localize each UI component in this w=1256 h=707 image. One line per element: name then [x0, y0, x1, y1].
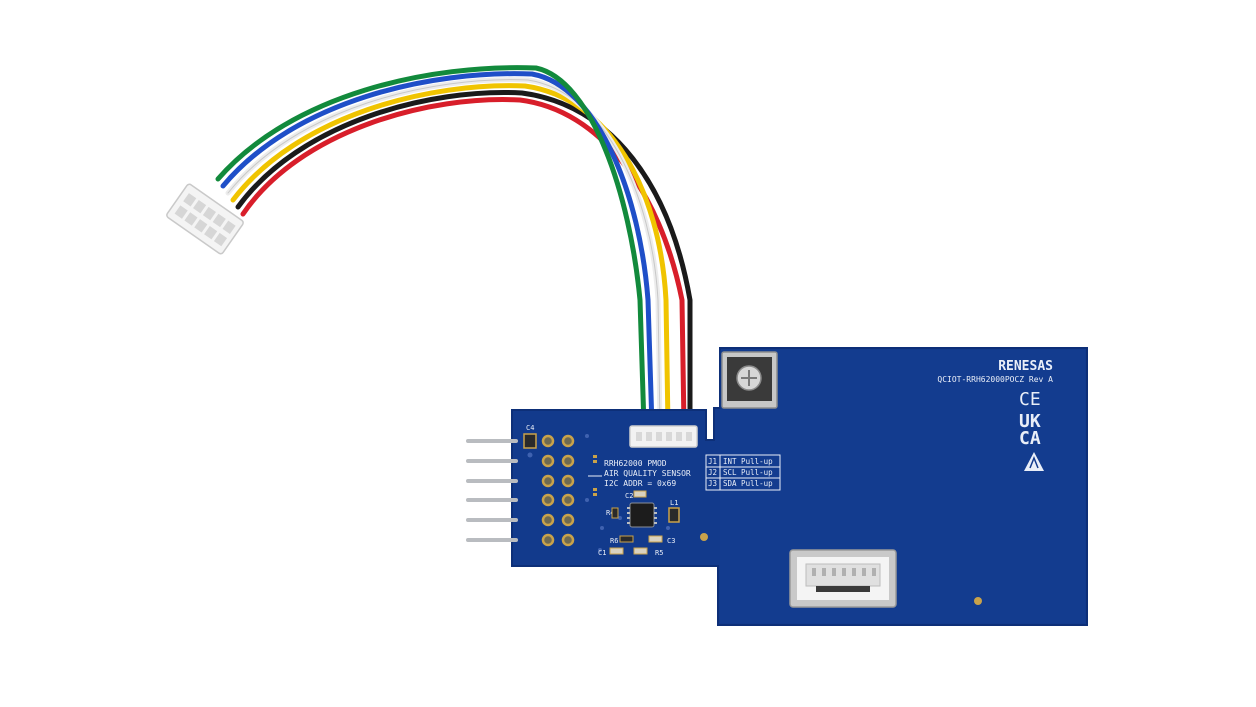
jumper-j1-id: J1 — [708, 457, 717, 466]
sensor-ic — [627, 502, 657, 528]
board-cable-connector — [629, 425, 698, 448]
board-title-line1: RRH62000 PMOD — [604, 459, 667, 468]
cable-end-connector — [166, 183, 244, 255]
mounting-screw — [721, 351, 778, 409]
wire-green — [215, 65, 647, 429]
brand-logo: RENESAS — [998, 359, 1053, 374]
wire-white-outline — [227, 79, 661, 427]
refdes-c2: C2 — [625, 492, 633, 500]
refdes-r5: R5 — [655, 549, 663, 557]
board-title-line3: I2C ADDR = 0x69 — [604, 479, 676, 488]
jumper-j3-label: SDA Pull-up — [723, 479, 773, 488]
esd-warning-icon — [1024, 452, 1044, 471]
fiducials — [700, 533, 982, 605]
wire-blue — [220, 71, 655, 429]
pcb-board — [511, 347, 1088, 626]
jumper-pads — [593, 455, 597, 496]
vias — [527, 434, 670, 552]
jumper-j2-id: J2 — [708, 468, 717, 477]
refdes-c1: C1 — [598, 549, 606, 557]
ukca-mark-line2: CA — [1019, 428, 1041, 449]
refdes-l1: L1 — [670, 499, 678, 507]
ukca-mark-line1: UK — [1019, 411, 1041, 432]
refdes-c3: C3 — [667, 537, 675, 545]
pmod-pads — [523, 433, 575, 547]
wire-yellow — [230, 83, 671, 429]
wire-red — [240, 97, 687, 429]
pmod-header-pins — [466, 439, 518, 542]
jumper-j3-id: J3 — [708, 479, 717, 488]
jumper-j1-label: INT Pull-up — [723, 457, 773, 466]
bottom-board-connector — [789, 549, 897, 608]
pcb-outline — [511, 347, 1088, 626]
part-number: QCIOT-RRH62000POCZ Rev A — [937, 375, 1053, 384]
refdes-c4: C4 — [526, 424, 534, 432]
jumper-j2-label: SCL Pull-up — [723, 468, 773, 477]
refdes-r6: R6 — [610, 537, 618, 545]
ribbon-cable — [215, 65, 693, 429]
passive-components — [609, 490, 680, 555]
wire-black — [235, 90, 693, 429]
jumper-table — [705, 454, 781, 491]
board-title-line2: AIR QUALITY SENSOR — [604, 469, 691, 478]
ce-mark: CE — [1019, 389, 1041, 410]
refdes-r4: R4 — [606, 509, 614, 517]
